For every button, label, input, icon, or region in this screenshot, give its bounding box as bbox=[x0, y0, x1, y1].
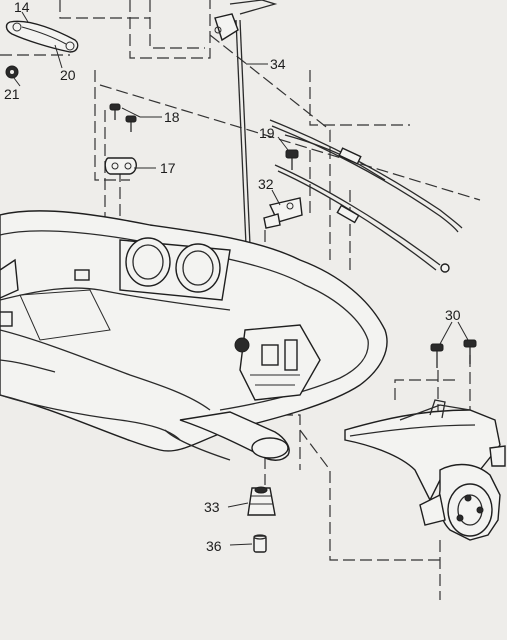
callout-18: 18 bbox=[164, 109, 180, 125]
callout-32: 32 bbox=[258, 176, 274, 192]
screw-19 bbox=[285, 149, 299, 170]
sleeve-36 bbox=[253, 534, 267, 553]
linkage-arm bbox=[5, 20, 79, 53]
boot-33 bbox=[247, 486, 276, 516]
callout-17: 17 bbox=[160, 160, 176, 176]
callout-21: 21 bbox=[4, 86, 20, 102]
clamp-17 bbox=[104, 157, 137, 175]
bolts-30 bbox=[430, 339, 477, 368]
steering-mount bbox=[74, 269, 321, 401]
nut-21 bbox=[5, 65, 19, 79]
leader-lines bbox=[13, 11, 469, 546]
callout-34: 34 bbox=[270, 56, 286, 72]
callout-14: 14 bbox=[14, 0, 30, 15]
callout-30: 30 bbox=[445, 307, 461, 323]
gauge-pods bbox=[119, 237, 231, 301]
bracket-32 bbox=[263, 197, 303, 229]
control-cables bbox=[269, 119, 463, 273]
callout-36: 36 bbox=[206, 538, 222, 554]
callout-19: 19 bbox=[259, 125, 275, 141]
callout-33: 33 bbox=[204, 499, 220, 515]
nozzle-assembly bbox=[344, 399, 506, 541]
callout-20: 20 bbox=[60, 67, 76, 83]
screws-18 bbox=[109, 103, 137, 132]
